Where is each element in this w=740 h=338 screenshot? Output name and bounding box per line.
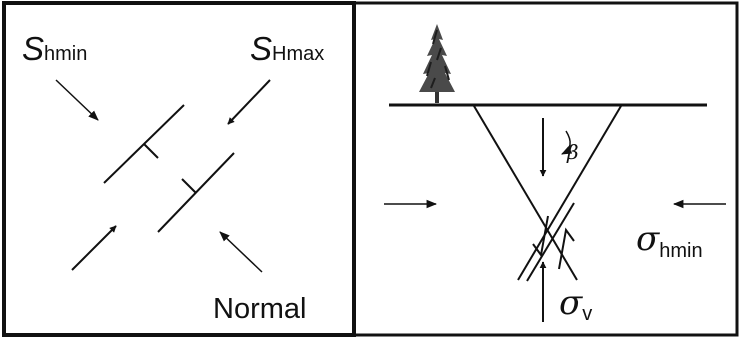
fault-tick-lower xyxy=(181,178,197,194)
shmax-label: SHmax xyxy=(250,30,324,67)
slip-half-arrow-right xyxy=(558,227,575,270)
left-panel: Shmin SHmax Normal xyxy=(22,30,324,325)
tree-icon xyxy=(419,24,455,103)
beta-label: β xyxy=(566,140,579,164)
shmax-arrow-lower-left xyxy=(71,225,117,271)
sigma-v-label: σv xyxy=(559,283,592,325)
shmin-arrow-upper-left xyxy=(55,79,99,121)
shmin-label: Shmin xyxy=(22,30,87,67)
beta-angle-arc xyxy=(561,130,573,155)
regime-label: Normal xyxy=(213,293,306,325)
fault-tick-upper xyxy=(143,143,159,159)
right-panel: β σhmin σv xyxy=(384,24,726,325)
shmin-arrow-lower-right xyxy=(219,231,263,273)
right-panel-frame xyxy=(352,1,739,337)
sigma-hmin-label: σhmin xyxy=(636,219,703,262)
fault-plane-right xyxy=(517,105,622,281)
shmax-arrow-upper-right xyxy=(227,79,271,125)
fault-plane-left xyxy=(473,105,578,281)
slip-half-arrow-left xyxy=(532,215,549,258)
fault-plane-parallel xyxy=(526,202,575,282)
